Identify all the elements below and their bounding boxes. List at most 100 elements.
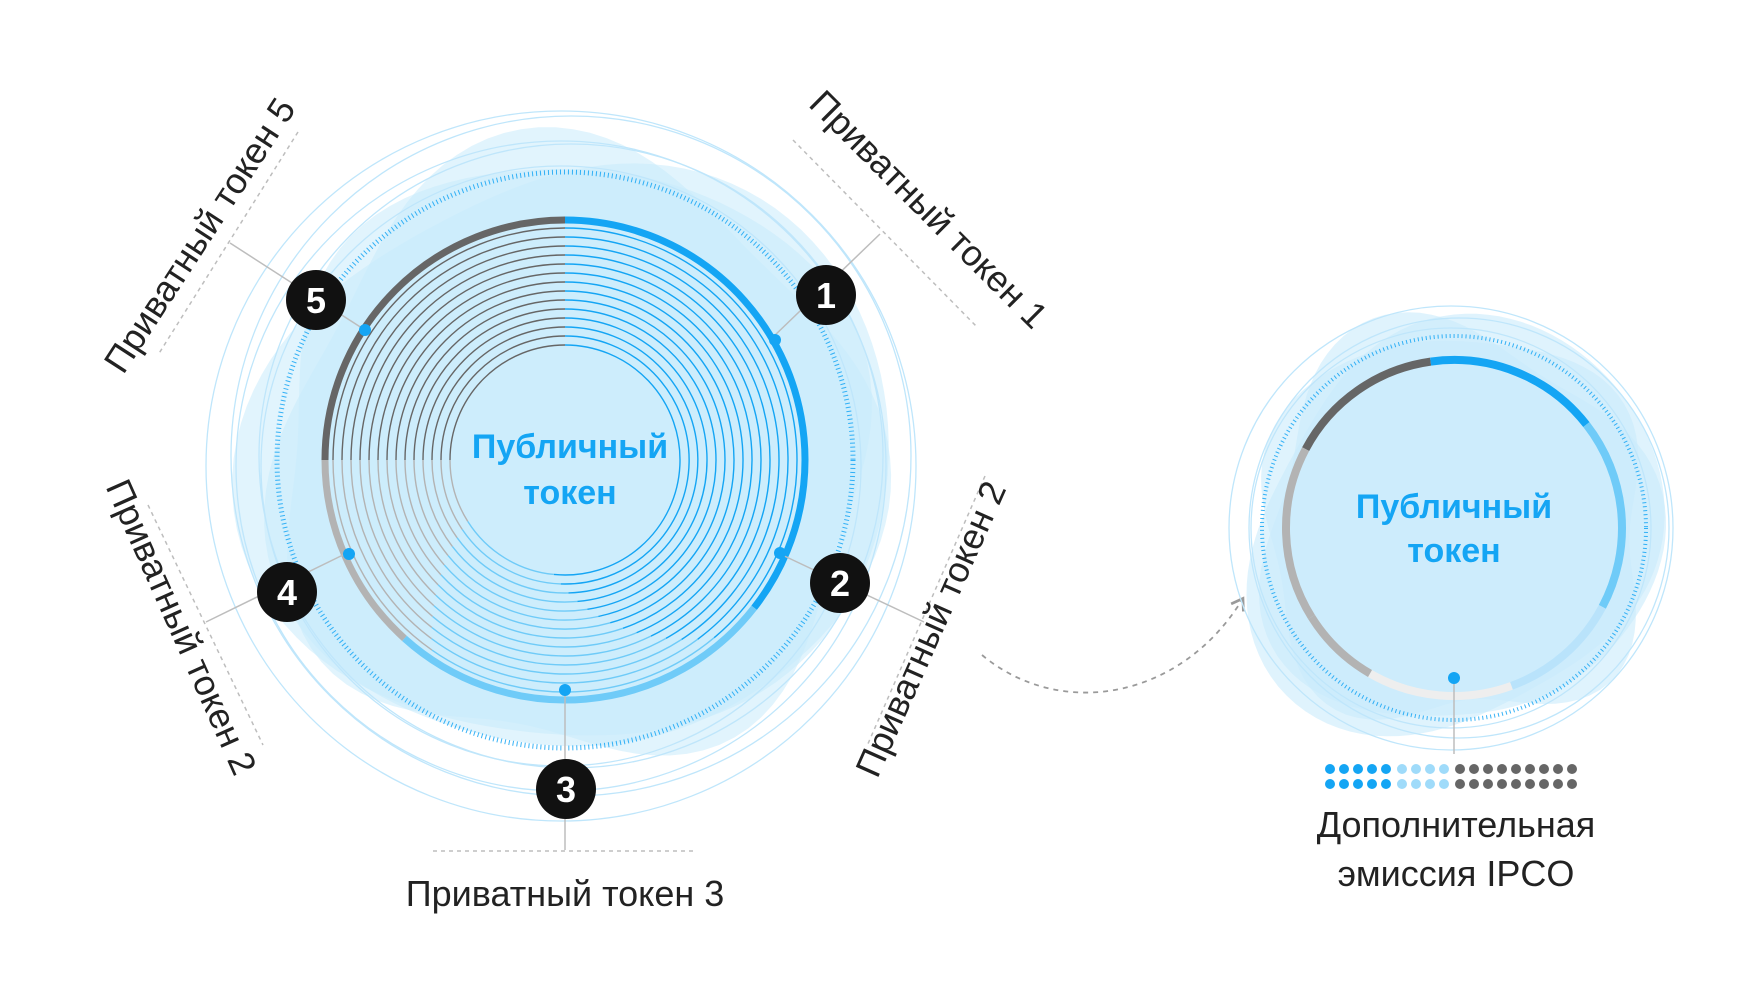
inner-arc-blue-1 (564, 227, 798, 639)
secondary-outer-ring-2 (1248, 317, 1670, 739)
legend-dot-g3-c4-r1 (1497, 764, 1507, 774)
inner-arc-lightblue-5 (433, 605, 652, 657)
inner-arc-blue-10 (564, 308, 717, 611)
legend-dot-g3-c8-r1 (1553, 764, 1563, 774)
anchor-dot-2 (774, 547, 786, 559)
secondary-circle: Публичный токен Дополнительная эмиссия I… (1228, 305, 1674, 894)
inner-arc-lightblue-1 (431, 637, 715, 693)
main-inner-rings (332, 227, 798, 693)
inner-arc-dark-5 (368, 263, 566, 461)
inner-arc-gray-12 (431, 459, 458, 539)
inner-arc-gray-6 (377, 459, 437, 596)
inner-arc-lightblue-8 (440, 574, 611, 630)
segment-light-blue (402, 605, 757, 704)
secondary-segment-2 (1430, 356, 1590, 428)
inner-arc-lightblue-10 (447, 555, 588, 612)
inner-arc-lightblue-12 (456, 537, 569, 594)
legend-dot-g2-c1-r1 (1397, 764, 1407, 774)
secondary-outer-ring-3 (1228, 305, 1674, 751)
legend-dot-g1-c2-r2 (1339, 779, 1349, 789)
main-circle: 1 2 3 4 5 Публичный токен (147, 110, 986, 852)
legend-dot-g3-c4-r2 (1497, 779, 1507, 789)
inner-arc-lightblue-3 (431, 626, 682, 675)
node-badge-3: 3 (536, 759, 596, 819)
inner-arc-dark-12 (431, 326, 566, 461)
inner-arc-blue-8 (564, 290, 735, 624)
legend-dot-g1-c3-r1 (1353, 764, 1363, 774)
node-badge-5-number: 5 (306, 280, 326, 321)
inner-arc-dark-8 (395, 290, 566, 461)
dot-legend (1325, 764, 1577, 789)
inner-arc-gray-7 (386, 459, 439, 586)
legend-dot-g2-c2-r2 (1411, 779, 1421, 789)
inner-arc-gray-3 (350, 459, 433, 629)
legend-dot-g3-c9-r1 (1567, 764, 1577, 774)
inner-arc-dark-10 (413, 308, 566, 461)
legend-dot-g3-c3-r1 (1483, 764, 1493, 774)
legend-dot-g3-c7-r2 (1539, 779, 1549, 789)
legend-dot-g3-c5-r2 (1511, 779, 1521, 789)
node-badge-2: 2 (810, 553, 870, 613)
inner-arc-dark-3 (350, 245, 566, 461)
legend-dot-g2-c4-r2 (1439, 779, 1449, 789)
legend-dot-g1-c5-r1 (1381, 764, 1391, 774)
main-circle-title-line1: Публичный (472, 428, 668, 466)
node-badge-2-number: 2 (830, 563, 850, 604)
inner-arc-blue-14 (553, 344, 681, 576)
inner-arc-dark-2 (341, 236, 566, 461)
main-outer-ring-5 (205, 110, 917, 822)
legend-dot-g3-c6-r1 (1525, 764, 1535, 774)
anchor-dot-4 (343, 548, 355, 560)
node-badge-1-number: 1 (816, 275, 836, 316)
node-label-5: Приватный токен 5 (96, 90, 304, 379)
inner-arc-blue-7 (564, 281, 744, 629)
legend-dot-g1-c2-r1 (1339, 764, 1349, 774)
legend-dot-g1-c4-r1 (1367, 764, 1377, 774)
secondary-segment-4 (1510, 604, 1606, 690)
inner-arc-lightblue-14 (467, 520, 555, 576)
legend-dot-g3-c1-r1 (1455, 764, 1465, 774)
legend-dot-g2-c3-r2 (1425, 779, 1435, 789)
legend-dot-g1-c1-r1 (1325, 764, 1335, 774)
legend-dot-g3-c7-r1 (1539, 764, 1549, 774)
inner-arc-blue-9 (564, 299, 726, 618)
segment-dark-gray (321, 216, 566, 461)
legend-dot-g1-c5-r2 (1381, 779, 1391, 789)
legend-dot-g1-c4-r2 (1367, 779, 1377, 789)
inner-arc-gray-10 (413, 459, 449, 556)
inner-arc-blue-11 (564, 317, 708, 603)
inner-arc-blue-6 (564, 272, 753, 634)
secondary-caption-line1: Дополнительная (1317, 804, 1596, 845)
inner-arc-dark-11 (422, 317, 566, 461)
legend-dot-g2-c4-r1 (1439, 764, 1449, 774)
node-badge-5: 5 (286, 270, 346, 330)
inner-arc-blue-5 (564, 263, 762, 637)
legend-dot-g3-c9-r2 (1567, 779, 1577, 789)
inner-arc-lightblue-4 (432, 615, 667, 666)
inner-arc-dark-1 (332, 227, 566, 461)
inner-arc-blue-2 (564, 236, 789, 640)
inner-arc-lightblue-6 (435, 594, 637, 648)
inner-arc-lightblue-7 (437, 584, 624, 639)
secondary-circle-title-line2: токен (1407, 532, 1500, 570)
secondary-anchor-dot (1448, 672, 1460, 684)
legend-dot-g3-c8-r2 (1553, 779, 1563, 789)
inner-arc-gray-5 (368, 459, 435, 607)
legend-dot-g3-c6-r2 (1525, 779, 1535, 789)
legend-dot-g3-c3-r2 (1483, 779, 1493, 789)
secondary-segment-7 (1282, 447, 1315, 620)
secondary-outer-ring-1 (1250, 327, 1652, 729)
inner-arc-lightblue-13 (461, 528, 561, 585)
legend-dot-g2-c2-r1 (1411, 764, 1421, 774)
legend-dot-g1-c3-r2 (1353, 779, 1363, 789)
inner-arc-lightblue-11 (451, 546, 578, 603)
emission-arrow (981, 596, 1245, 694)
node-badge-3-number: 3 (556, 769, 576, 810)
anchor-dot-1 (769, 334, 781, 346)
secondary-segment-5 (1368, 670, 1513, 700)
inner-arc-dark-14 (449, 344, 566, 461)
secondary-segment-ring (1282, 356, 1626, 700)
anchor-dot-3 (559, 684, 571, 696)
segment-blue (564, 216, 809, 610)
legend-dot-g3-c5-r1 (1511, 764, 1521, 774)
